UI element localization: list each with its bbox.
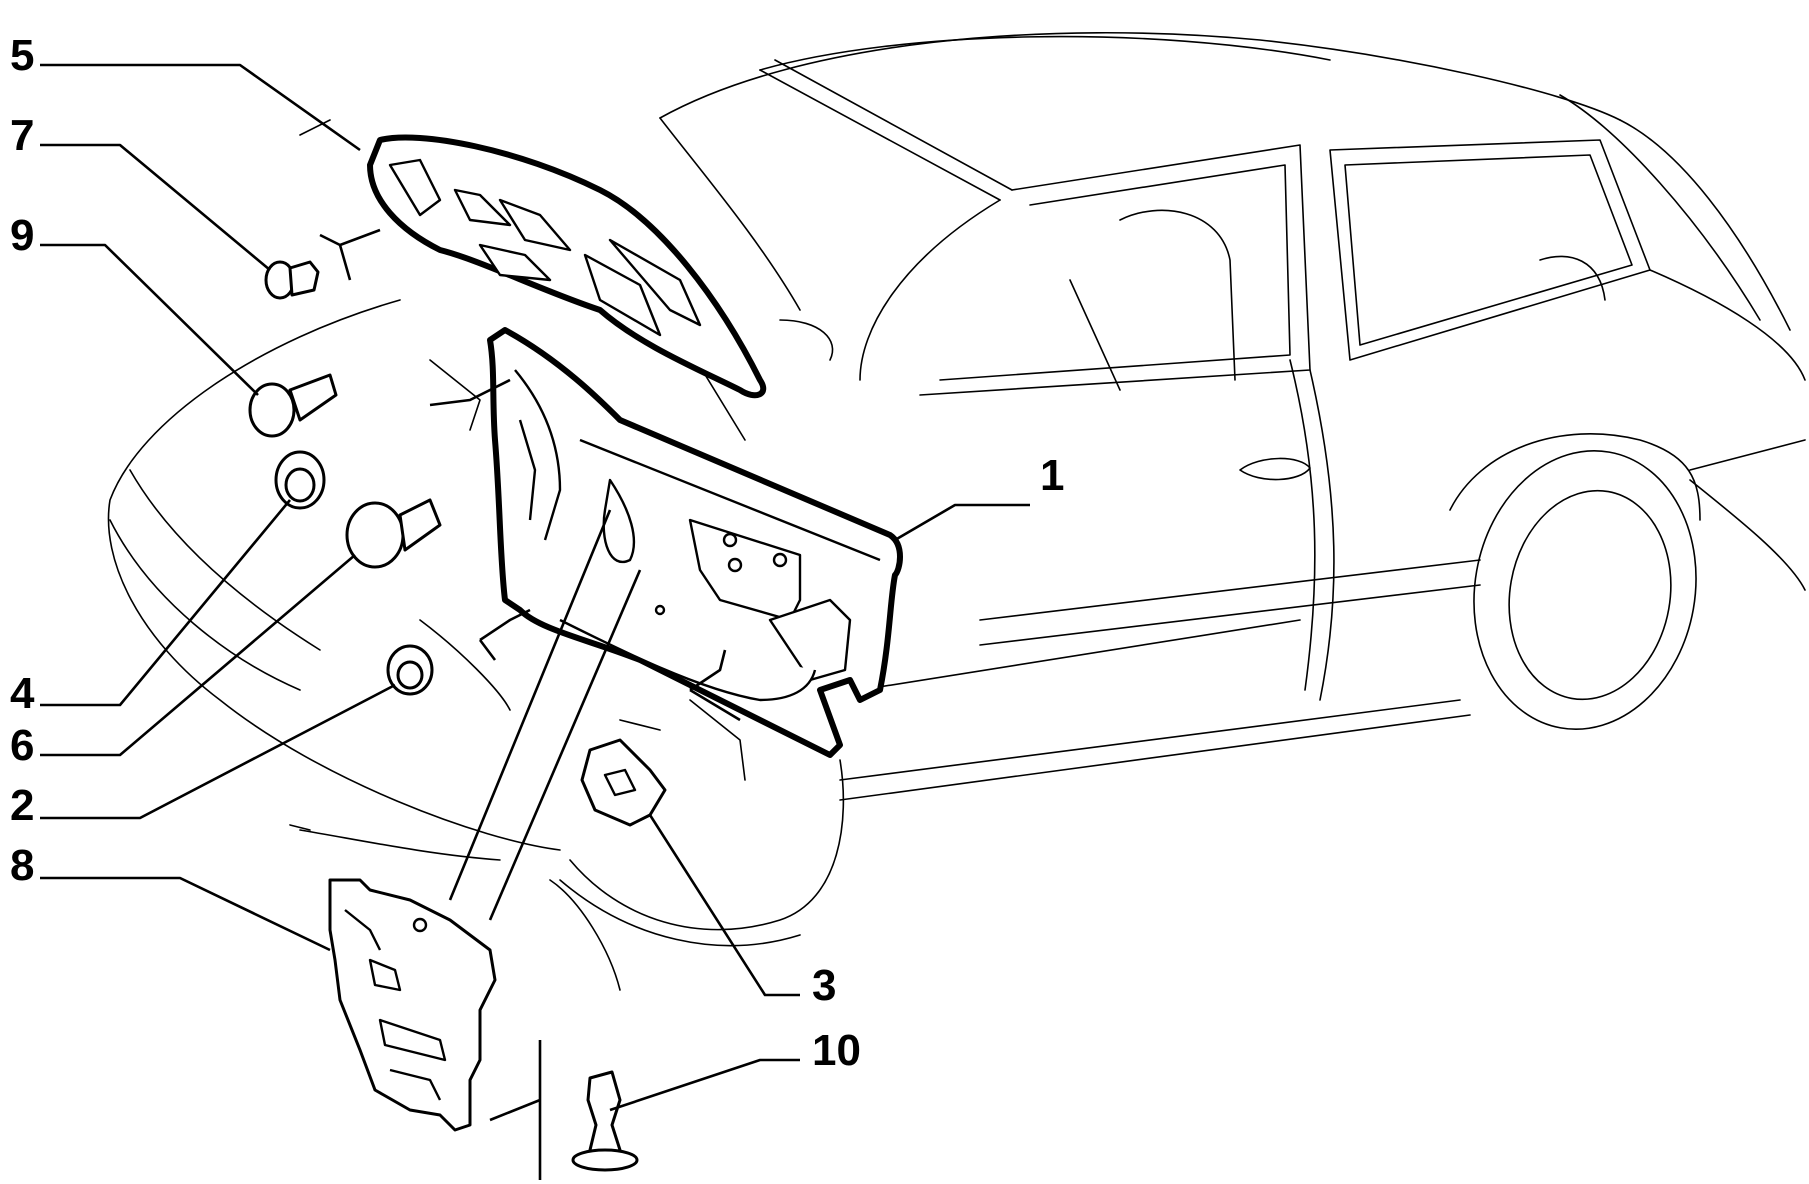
callout-label-2: 2 (10, 781, 34, 830)
callout-label-8: 8 (10, 841, 34, 890)
leader-lines (40, 63, 1030, 1112)
push-clip-icon (248, 373, 338, 438)
callout-label-6: 6 (10, 721, 34, 770)
car-outline (107, 31, 1806, 991)
assembly-bracket (429, 378, 511, 407)
assembly-bracket (319, 228, 381, 281)
push-clip-icon (386, 644, 434, 696)
push-clip-icon (345, 498, 442, 569)
callout-label-3: 3 (812, 961, 836, 1010)
push-clip-icon (274, 450, 326, 510)
callout-label-9: 9 (10, 211, 34, 260)
callout-label-4: 4 (10, 669, 35, 718)
side-insulation-panel-icon (328, 878, 497, 1132)
fir-tree-clip-icon (571, 1070, 639, 1172)
callout-label-10: 10 (812, 1026, 861, 1075)
hood-insulation-pad-icon (367, 134, 767, 399)
assembly-bracket (489, 1040, 542, 1180)
assembly-bracket (478, 608, 531, 661)
callout-label-5: 5 (10, 31, 34, 80)
retaining-bracket-icon (580, 738, 667, 827)
push-clip-icon (264, 260, 320, 300)
callout-label-7: 7 (10, 111, 34, 160)
assembly-bracket (689, 649, 741, 722)
callout-label-1: 1 (1040, 451, 1064, 500)
firewall-insulation-panel-icon (487, 327, 903, 758)
